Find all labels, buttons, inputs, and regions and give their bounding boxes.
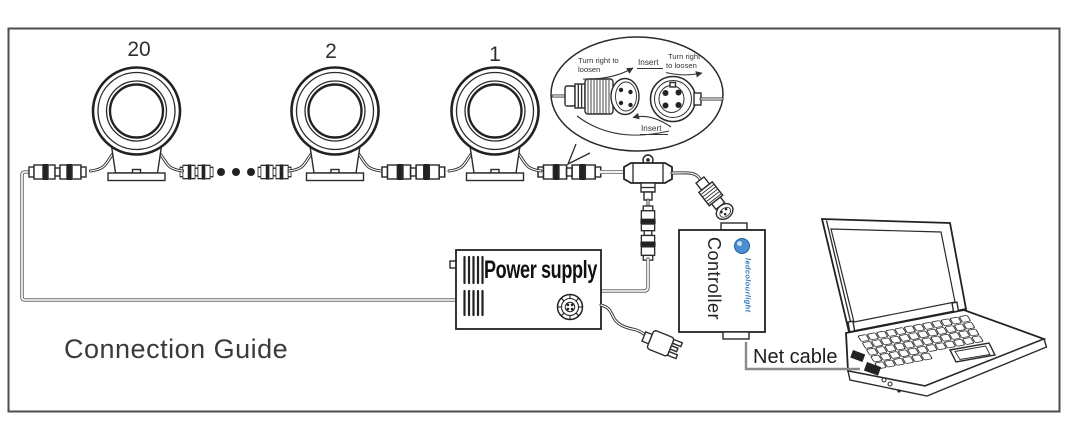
power-supply-box: Power supply <box>449 249 602 330</box>
callout-insert-bottom: Insert <box>641 124 662 133</box>
laptop-touchpad <box>948 342 997 363</box>
controller-brand: ledcolourlight <box>744 258 753 313</box>
light-label-20: 20 <box>127 38 150 61</box>
globe-logo-icon <box>734 238 750 254</box>
light-unit-1 <box>447 66 543 182</box>
callout-insert-top: Insert <box>638 58 659 67</box>
fan-icon <box>556 293 584 321</box>
callout-left-note-line1: Turn right to <box>578 56 619 65</box>
net-cable-line <box>744 342 860 371</box>
t-splitter <box>623 154 673 201</box>
callout-right-note-line2: to loosen <box>666 61 697 70</box>
male-connector <box>551 77 640 116</box>
vent-slats <box>463 255 484 317</box>
power-supply-label: Power supply <box>484 256 597 284</box>
light-label-2: 2 <box>325 40 337 63</box>
laptop-keyboard <box>857 315 984 370</box>
power-plug-icon <box>641 330 684 360</box>
controller-label: Controller <box>704 237 724 320</box>
callout-arrows <box>576 67 703 136</box>
light-unit-20 <box>89 66 184 182</box>
controller-plug <box>695 175 734 221</box>
connector-detail-callout: Turn right to loosen Insert Turn right t… <box>550 36 724 166</box>
callout-left-note-line2: loosen <box>578 65 600 74</box>
controller-box: Controller ledcolourlight <box>678 222 766 340</box>
laptop-port <box>863 362 882 376</box>
net-cable-label: Net cable <box>753 346 838 368</box>
page-caption: Connection Guide <box>64 334 288 364</box>
callout-pointer <box>566 143 591 166</box>
laptop-port <box>850 349 866 362</box>
light-unit-2 <box>287 66 383 182</box>
callout-right-note-line1: Turn right <box>668 52 701 61</box>
ellipsis-dots <box>217 168 255 176</box>
light-label-1: 1 <box>489 43 501 66</box>
laptop <box>820 218 1048 397</box>
female-connector <box>649 75 724 123</box>
